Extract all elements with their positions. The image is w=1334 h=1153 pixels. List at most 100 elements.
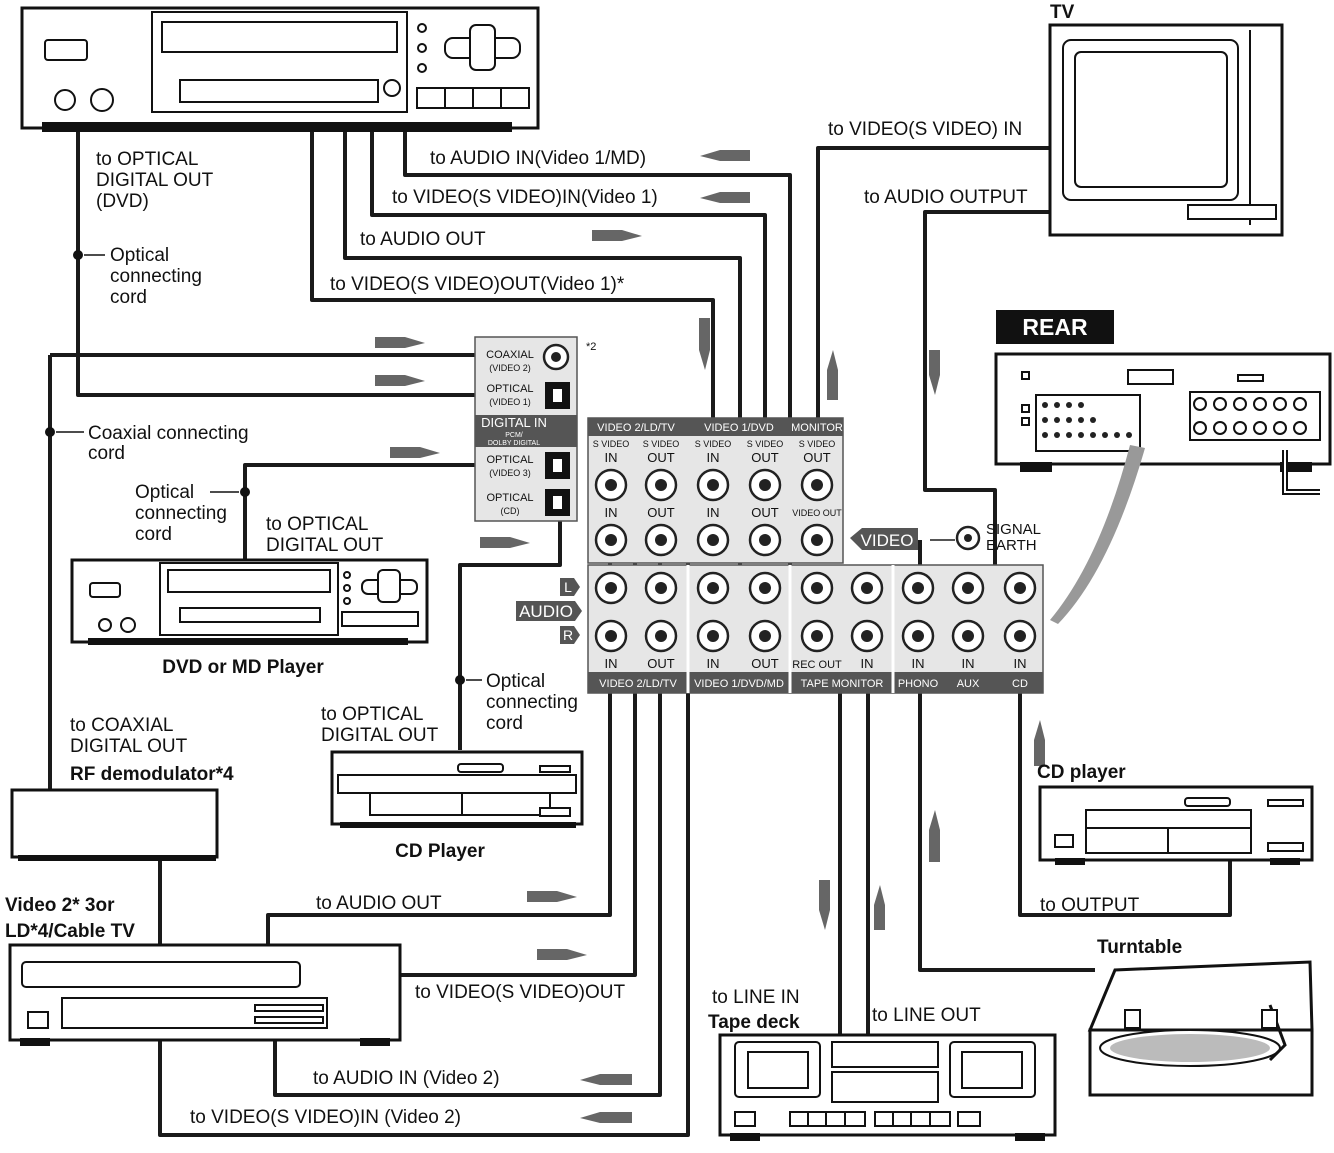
svideo-label: S VIDEO: [593, 439, 630, 449]
in-label: IN: [962, 656, 975, 671]
cd-player-right-label: CD player: [1037, 762, 1126, 783]
arrow-right-icon: [375, 375, 425, 386]
audio-in-video1-label: to AUDIO IN(Video 1/MD): [430, 148, 646, 169]
arrow-right-icon: [480, 537, 530, 548]
svideo-label: S VIDEO: [747, 439, 784, 449]
audio-tag: AUDIO: [519, 602, 573, 621]
in-label: IN: [707, 505, 720, 520]
out-label: OUT: [647, 450, 675, 465]
cd-player-left: CD Player: [330, 750, 584, 862]
bottom-aux: AUX: [957, 678, 980, 690]
dvd-md-player: DVD or MD Player: [70, 558, 429, 678]
rear-label: REAR: [1022, 314, 1088, 340]
turntable: Turntable: [1087, 937, 1314, 1097]
video-out-label: VIDEO OUT: [792, 508, 842, 518]
in-label: IN: [605, 450, 618, 465]
audio-out-top-label: to AUDIO OUT: [360, 229, 486, 250]
arrow-left-icon: [700, 192, 750, 203]
turntable-label: Turntable: [1097, 937, 1182, 958]
rf-demodulator-label: RF demodulator*4: [70, 764, 234, 785]
dvd-player-top: [20, 6, 540, 132]
labels: to OPTICAL DIGITAL OUT (DVD) Optical con…: [70, 119, 1140, 1128]
arrow-down-icon: [699, 318, 710, 370]
arrow-left-icon: [580, 1112, 632, 1123]
video2-video-out-label: to VIDEO(S VIDEO)OUT: [415, 982, 625, 1003]
coaxial-cord-label-2: cord: [88, 443, 125, 464]
in-label: IN: [912, 656, 925, 671]
monitor-header: MONITOR: [791, 422, 843, 434]
optical-video1-label: OPTICAL: [486, 383, 533, 395]
coaxial-sub-label: (VIDEO 2): [489, 363, 531, 373]
line-out-label: to LINE OUT: [872, 1005, 981, 1026]
arrow-left-icon: [700, 150, 750, 161]
video-in-video1-label: to VIDEO(S VIDEO)IN(Video 1): [392, 187, 658, 208]
bottom-video2: VIDEO 2/LD/TV: [599, 678, 677, 690]
tv-audio-output-label: to AUDIO OUTPUT: [864, 187, 1028, 208]
arrow-right-icon: [537, 949, 587, 960]
signal-label: SIGNAL: [986, 521, 1041, 538]
video2-audio-out-label: to AUDIO OUT: [316, 893, 442, 914]
in-label: IN: [1014, 656, 1027, 671]
digital-in-title: DIGITAL IN: [481, 415, 547, 430]
cd-optical-cord-label-2: connecting: [486, 692, 578, 713]
cd-player-left-label: CD Player: [395, 841, 485, 862]
in-label: IN: [707, 656, 720, 671]
out-label: OUT: [751, 656, 779, 671]
arrow-right-icon: [592, 230, 642, 241]
video2-ld-player: Video 2* 3or LD*4/Cable TV: [5, 895, 402, 1046]
video2-audio-in-label: to AUDIO IN (Video 2): [313, 1068, 500, 1089]
video-out-video1-label: to VIDEO(S VIDEO)OUT(Video 1)*: [330, 274, 625, 295]
arrow-right-icon: [375, 337, 425, 348]
arrow-up-icon: [929, 810, 940, 862]
dvd-optical-out-label-2: DIGITAL OUT: [266, 535, 384, 556]
cd-optical-cord-label-3: cord: [486, 713, 523, 734]
dvd-optical-cord-label-2: connecting: [135, 503, 227, 524]
svideo-label: S VIDEO: [643, 439, 680, 449]
pcm-label: PCM/: [505, 432, 523, 439]
line-in-label: to LINE IN: [712, 987, 800, 1008]
video1-header: VIDEO 1/DVD: [704, 422, 774, 434]
opt-dvd-label-3: (DVD): [96, 191, 149, 212]
tv: TV: [1048, 2, 1284, 237]
optical-video1-sub: (VIDEO 1): [489, 397, 531, 407]
video2-label: Video 2* 3or: [5, 895, 115, 916]
arrow-down-icon: [929, 350, 940, 395]
right-channel-label: R: [563, 627, 573, 643]
left-channel-label: L: [564, 579, 572, 595]
video2-video-in-label: to VIDEO(S VIDEO)IN (Video 2): [190, 1107, 461, 1128]
dvd-optical-out-label-1: to OPTICAL: [266, 514, 368, 535]
optical-cord-label-1: Optical: [110, 245, 169, 266]
arrow-up-icon: [827, 350, 838, 400]
dvd-md-player-label: DVD or MD Player: [162, 657, 324, 678]
earth-label: EARTH: [986, 537, 1037, 554]
arrow-left-icon: [580, 1074, 632, 1085]
cd-optical-out-label-1: to OPTICAL: [321, 704, 423, 725]
opt-dvd-label-2: DIGITAL OUT: [96, 170, 214, 191]
optical-cord-label-3: cord: [110, 287, 147, 308]
out-label: OUT: [647, 656, 675, 671]
bottom-phono: PHONO: [898, 678, 939, 690]
in-label: IN: [707, 450, 720, 465]
flow-arrows: [375, 150, 1045, 1123]
rear-view: REAR: [994, 310, 1332, 624]
cd-optical-out-label-2: DIGITAL OUT: [321, 725, 439, 746]
svideo-label: S VIDEO: [799, 439, 836, 449]
cd-optical-cord-label-1: Optical: [486, 671, 545, 692]
arrow-right-icon: [390, 447, 440, 458]
optical-video3-label: OPTICAL: [486, 454, 533, 466]
video2-label-line2: LD*4/Cable TV: [5, 921, 135, 942]
in-label: IN: [861, 656, 874, 671]
video-tag: VIDEO: [861, 531, 914, 550]
tape-deck: Tape deck: [708, 1012, 1057, 1141]
in-label: IN: [605, 505, 618, 520]
arrow-right-icon: [527, 891, 577, 902]
video-panel: VIDEO 2/LD/TV VIDEO 1/DVD MONITOR S VIDE…: [587, 417, 1041, 564]
digital-in-panel: COAXIAL (VIDEO 2) *2 OPTICAL (VIDEO 1) D…: [474, 336, 596, 522]
arrow-down-icon: [819, 880, 830, 930]
optical-cd-sub: (CD): [501, 506, 520, 516]
coaxial-label: COAXIAL: [486, 349, 534, 361]
coaxial-cord-label-1: Coaxial connecting: [88, 423, 249, 444]
opt-dvd-label-1: to OPTICAL: [96, 149, 198, 170]
cd-player-right: CD player: [1037, 762, 1314, 865]
